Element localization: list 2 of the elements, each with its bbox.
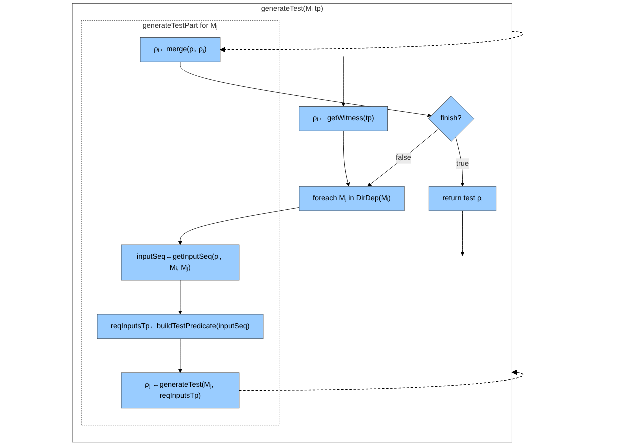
arrow	[220, 31, 524, 53]
arrow	[239, 370, 524, 391]
